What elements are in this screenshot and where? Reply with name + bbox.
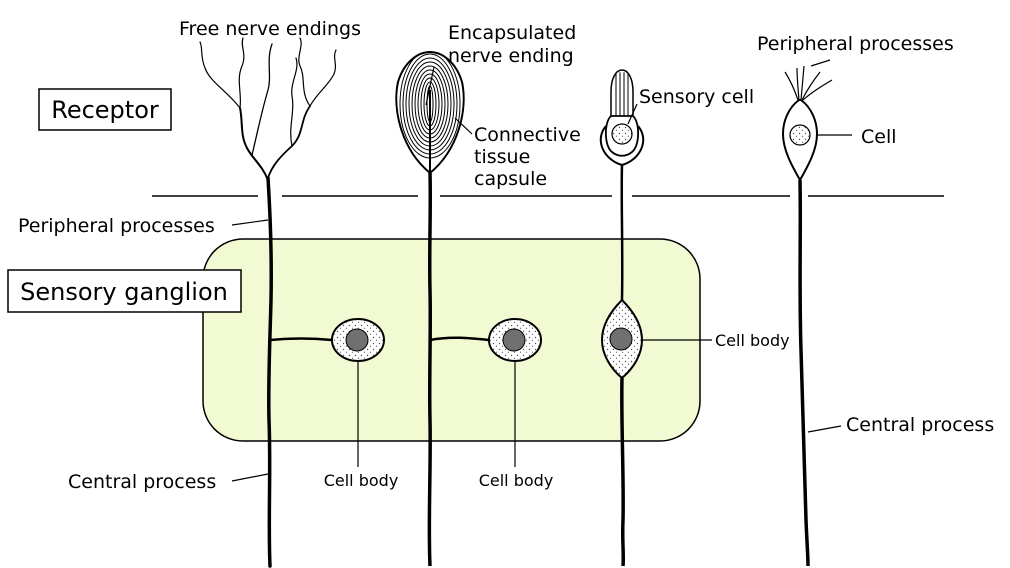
neuron-encapsulated bbox=[395, 50, 465, 567]
free-nerve-endings-label: Free nerve endings bbox=[179, 18, 361, 40]
peripheral-cell-nucleus bbox=[789, 124, 811, 146]
leader-lines bbox=[231, 59, 852, 482]
connective-label-line3: capsule bbox=[474, 168, 547, 190]
cell-label: Cell bbox=[861, 126, 897, 148]
encapsulated-label-line2: nerve ending bbox=[448, 45, 574, 67]
central-process-right-label: Central process bbox=[846, 414, 994, 436]
neuron-free-nerve-endings bbox=[199, 37, 337, 568]
cell-body-3-nucleus bbox=[609, 327, 633, 351]
peripheral-processes-top-label: Peripheral processes bbox=[757, 33, 954, 55]
cell-body-2-label: Cell body bbox=[479, 471, 554, 490]
encapsulated-label-line1: Encapsulated bbox=[448, 22, 576, 44]
sensory-cell-label: Sensory cell bbox=[639, 86, 754, 108]
cell-body-1 bbox=[269, 318, 385, 362]
receptor-label-box bbox=[38, 88, 172, 131]
neuron-peripheral-cell bbox=[781, 65, 833, 567]
neuron-sensory-cell bbox=[599, 69, 645, 567]
peripheral-processes-left-label: Peripheral processes bbox=[18, 215, 215, 237]
sensory-ganglion-label: Sensory ganglion bbox=[20, 278, 228, 306]
cell-body-1-label: Cell body bbox=[324, 471, 399, 490]
sensory-ganglion-label-box bbox=[7, 269, 242, 313]
receptor-label: Receptor bbox=[51, 96, 159, 124]
connective-label-line1: Connective bbox=[474, 124, 581, 146]
sensory-cell-nucleus bbox=[611, 123, 633, 145]
central-process-left-label: Central process bbox=[68, 471, 216, 493]
cell-body-2 bbox=[429, 318, 542, 362]
cell-body-3-label: Cell body bbox=[715, 331, 790, 350]
connective-label-line2: tissue bbox=[474, 146, 530, 168]
